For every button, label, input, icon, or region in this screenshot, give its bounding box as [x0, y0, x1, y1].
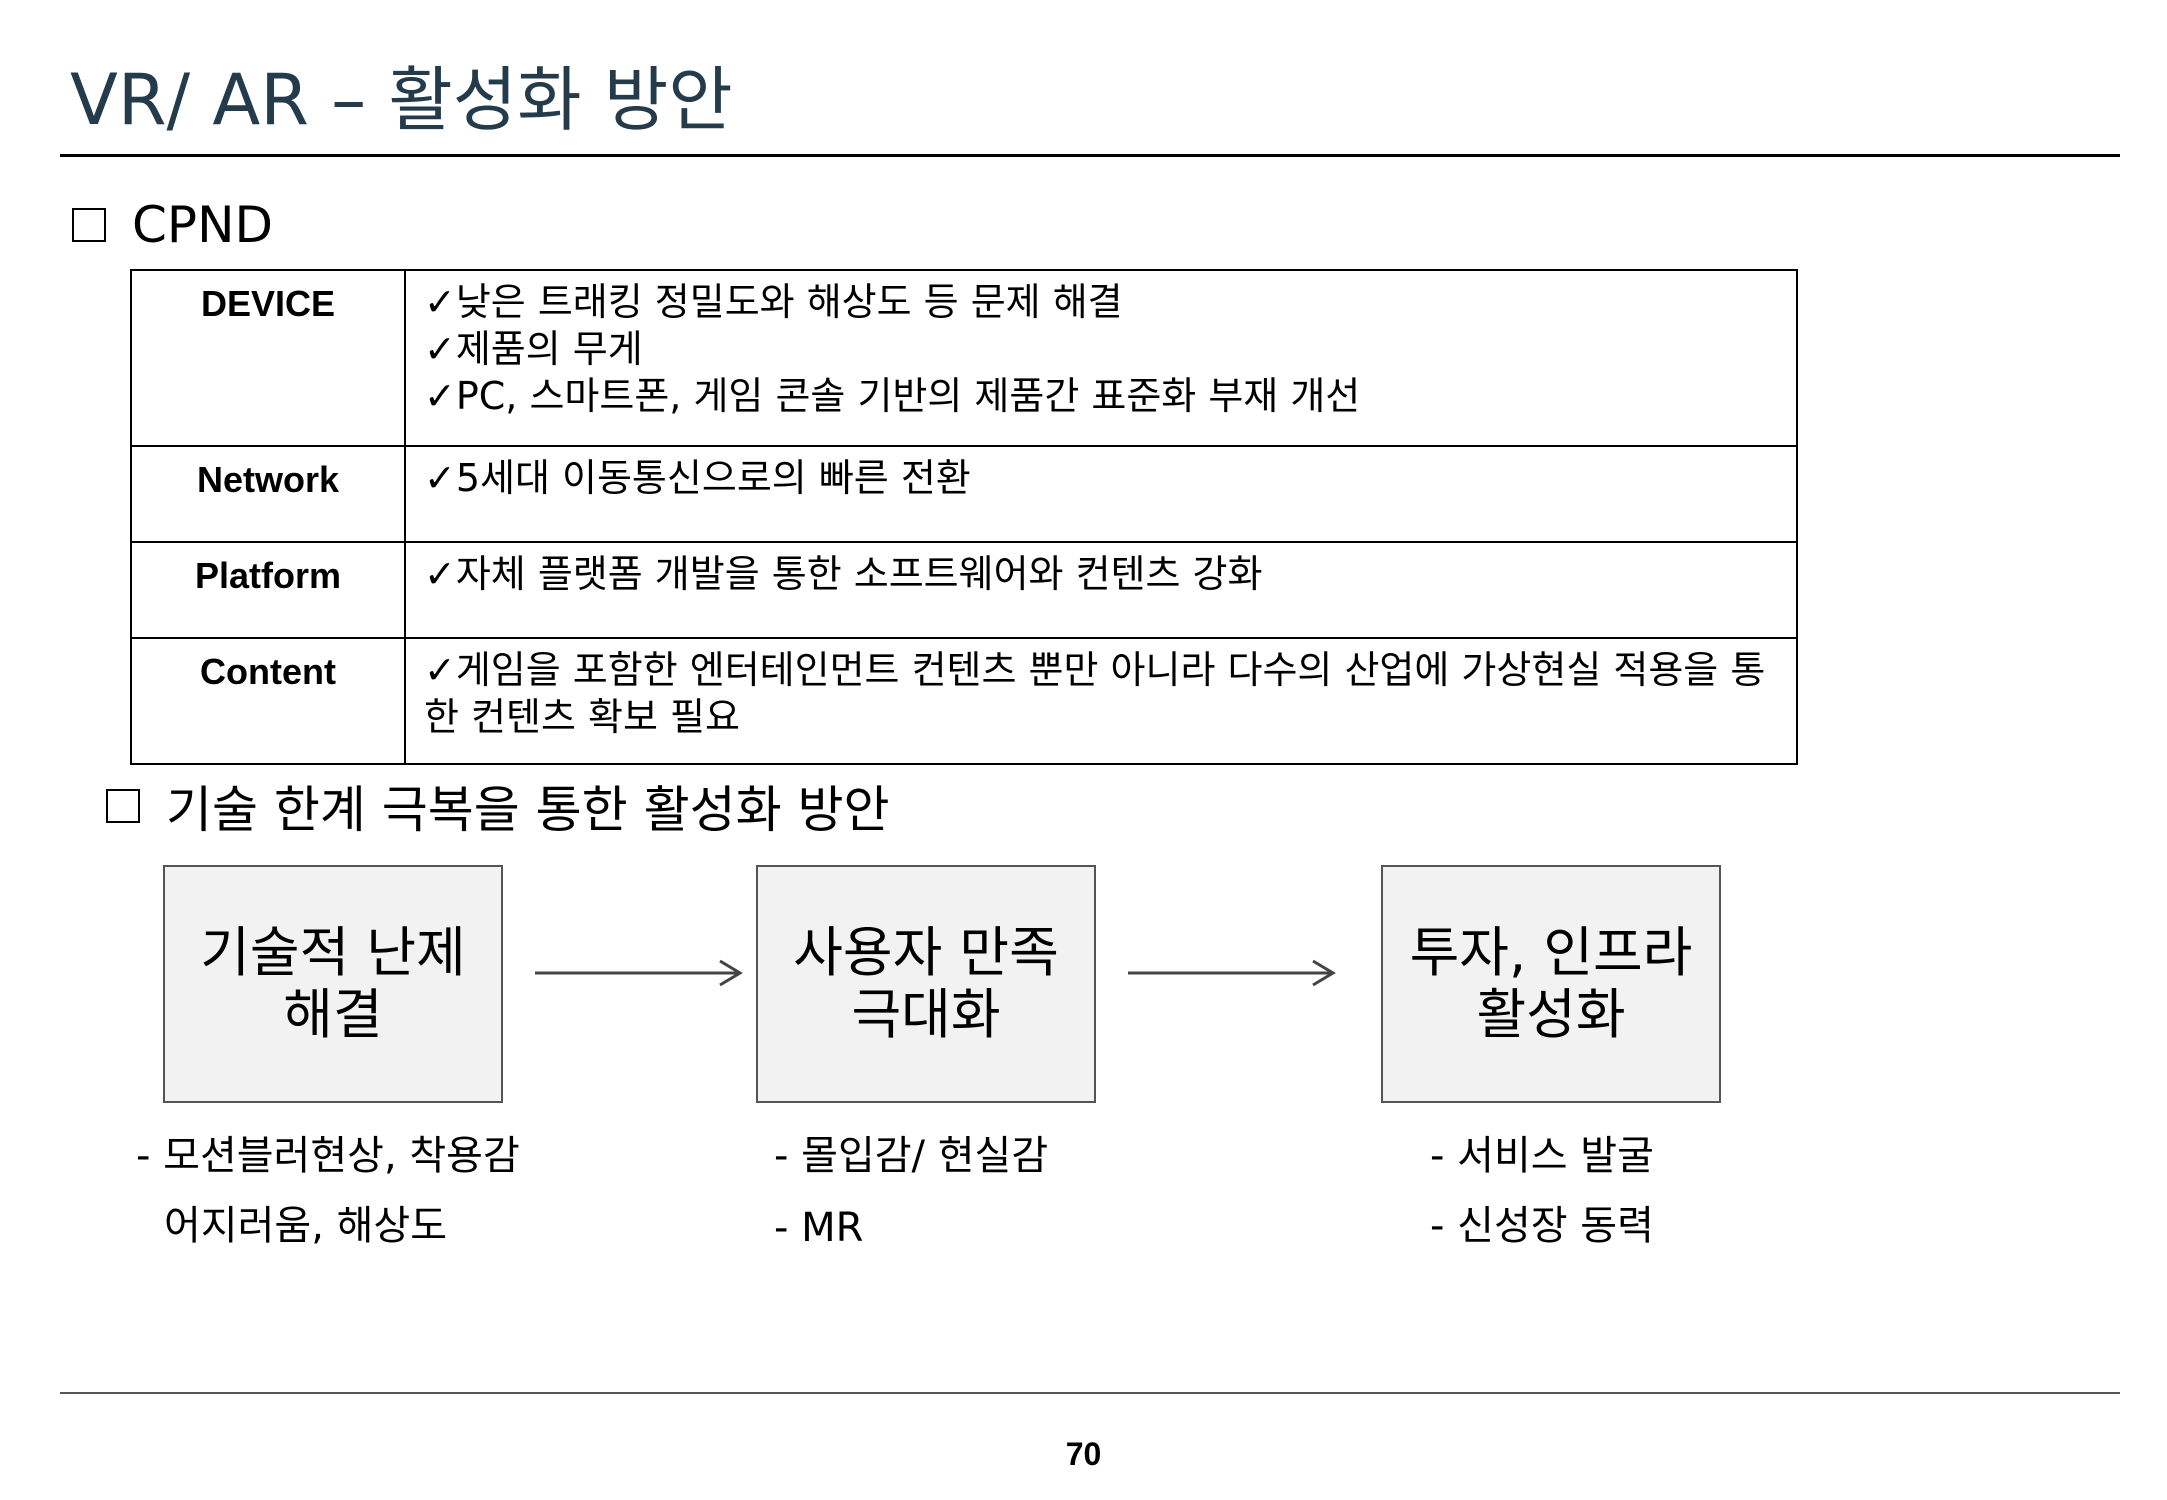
description-cell: ✓5세대 이동통신으로의 빠른 전환 [404, 445, 1798, 543]
flow-note: - 몰입감/ 현실감 [774, 1133, 1049, 1179]
flow-note: 어지러움, 해상도 [164, 1203, 448, 1249]
flow-note: - 모션블러현상, 착용감 [136, 1133, 520, 1179]
category-cell: Platform [130, 541, 406, 639]
arrow-right-icon [535, 959, 743, 987]
description-line: ✓5세대 이동통신으로의 빠른 전환 [424, 456, 971, 500]
description-line: ✓제품의 무게 [424, 327, 643, 371]
section-heading: CPND [132, 196, 273, 254]
page-number: 70 [1065, 1436, 1102, 1472]
footer-divider [60, 1392, 2120, 1394]
description-line: ✓낮은 트래킹 정밀도와 해상도 등 문제 해결 [424, 280, 1123, 324]
description-line: ✓PC, 스마트폰, 게임 콘솔 기반의 제품간 표준화 부재 개선 [424, 374, 1361, 418]
description-cell: ✓낮은 트래킹 정밀도와 해상도 등 문제 해결 ✓제품의 무게 ✓PC, 스마… [404, 269, 1798, 447]
flow-note: - 서비스 발굴 [1430, 1133, 1654, 1179]
section-cpnd: CPND [72, 196, 273, 254]
flow-note: - 신성장 동력 [1430, 1203, 1654, 1249]
flow-box-label: 기술적 난제 [200, 921, 466, 984]
section-activation-plan: 기술 한계 극복을 통한 활성화 방안 [106, 770, 889, 842]
flow-box-label: 투자, 인프라 [1409, 921, 1693, 984]
description-cell: ✓자체 플랫폼 개발을 통한 소프트웨어와 컨텐츠 강화 [404, 541, 1798, 639]
description-cell: ✓게임을 포함한 엔터테인먼트 컨텐츠 뿐만 아니라 다수의 산업에 가상현실 … [404, 637, 1798, 765]
flow-box-label: 극대화 [851, 983, 1001, 1046]
flow-box-label: 사용자 만족 [793, 921, 1059, 984]
checkbox-square-icon [106, 789, 140, 823]
table-row: Content ✓게임을 포함한 엔터테인먼트 컨텐츠 뿐만 아니라 다수의 산… [130, 637, 1798, 765]
flow-box-investment: 투자, 인프라 활성화 [1381, 865, 1721, 1103]
table-row: Network ✓5세대 이동통신으로의 빠른 전환 [130, 445, 1798, 543]
cpnd-table: DEVICE ✓낮은 트래킹 정밀도와 해상도 등 문제 해결 ✓제품의 무게 … [130, 269, 1798, 765]
category-cell: Content [130, 637, 406, 765]
checkbox-square-icon [72, 208, 106, 242]
arrow-right-icon [1128, 959, 1336, 987]
category-cell: Network [130, 445, 406, 543]
flow-box-tech-challenge: 기술적 난제 해결 [163, 865, 503, 1103]
flow-box-user-satisfaction: 사용자 만족 극대화 [756, 865, 1096, 1103]
table-row: DEVICE ✓낮은 트래킹 정밀도와 해상도 등 문제 해결 ✓제품의 무게 … [130, 269, 1798, 447]
description-line: ✓자체 플랫폼 개발을 통한 소프트웨어와 컨텐츠 강화 [424, 552, 1263, 596]
flow-box-label: 활성화 [1476, 983, 1626, 1046]
flow-box-label: 해결 [283, 983, 383, 1046]
title-divider [60, 154, 2120, 157]
description-line: ✓게임을 포함한 엔터테인먼트 컨텐츠 뿐만 아니라 다수의 산업에 가상현실 … [424, 648, 1766, 739]
section-heading: 기술 한계 극복을 통한 활성화 방안 [166, 781, 890, 839]
table-row: Platform ✓자체 플랫폼 개발을 통한 소프트웨어와 컨텐츠 강화 [130, 541, 1798, 639]
flow-note: - MR [774, 1205, 864, 1251]
category-cell: DEVICE [130, 269, 406, 447]
page-title: VR/ AR – 활성화 방안 [70, 59, 733, 141]
